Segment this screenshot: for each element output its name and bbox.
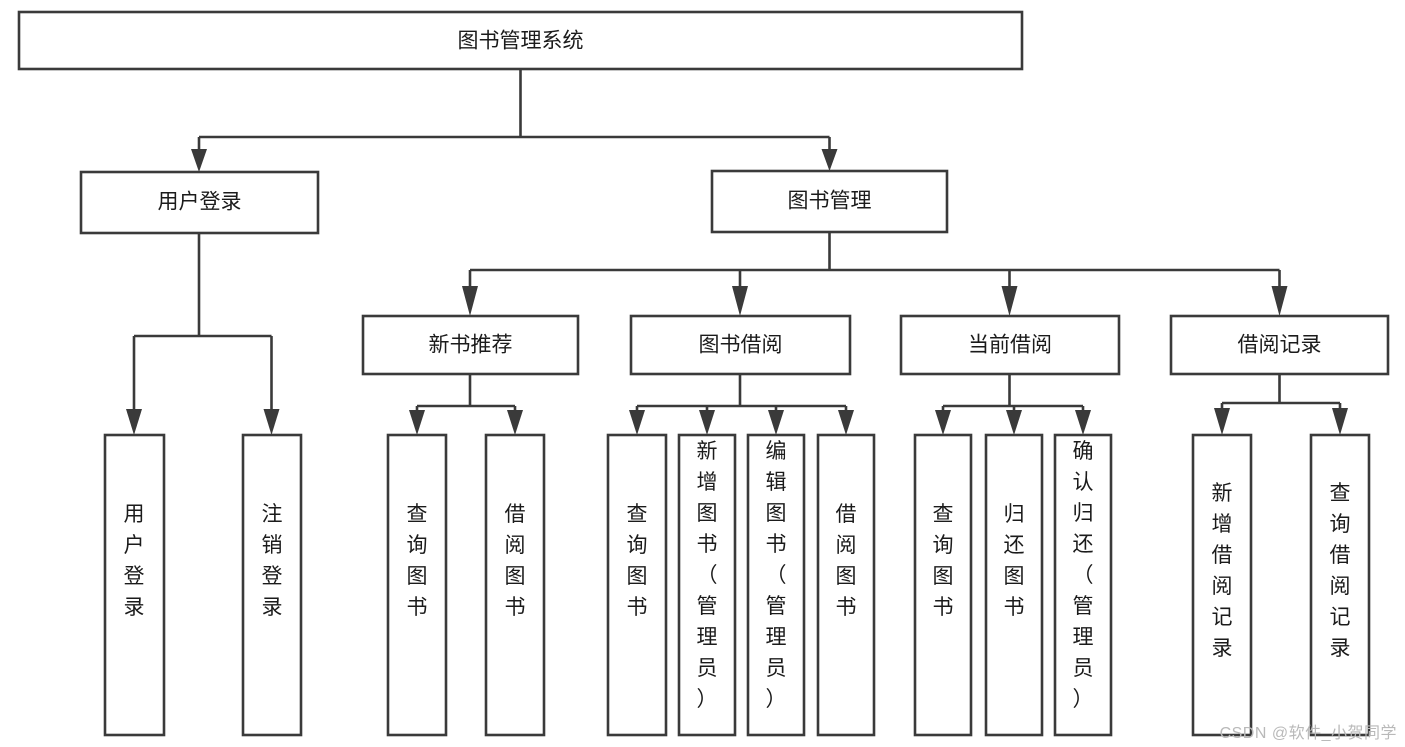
arrowhead-record-add xyxy=(1214,408,1230,435)
arrowhead-record-query xyxy=(1332,408,1348,435)
node-book-management-label: 图书管理 xyxy=(788,190,872,213)
leaf-current-query-book-label: 查询图书 xyxy=(933,503,954,619)
arrowhead-current-query xyxy=(935,410,951,435)
leaf-user-login[interactable]: 用户登录 xyxy=(103,433,166,737)
node-borrow-record-label: 借阅记录 xyxy=(1238,334,1322,357)
arrowhead-record xyxy=(1271,286,1288,316)
node-current-borrow-box[interactable] xyxy=(899,314,1121,376)
leaf-user-login-box[interactable] xyxy=(103,433,166,737)
leaf-edit-book-admin[interactable]: 编辑图书（管理员） xyxy=(746,433,806,737)
leaf-borrow-book-box[interactable] xyxy=(816,433,876,737)
arrowhead-newbook-query xyxy=(409,410,425,435)
leaf-newbook-borrow-book-box[interactable] xyxy=(484,433,546,737)
leaf-add-borrow-record-box[interactable] xyxy=(1191,433,1253,737)
arrowhead-newbook-borrow xyxy=(507,410,523,435)
leaf-confirm-return-admin-box[interactable] xyxy=(1053,433,1113,737)
node-new-book-recommend-label: 新书推荐 xyxy=(429,334,513,357)
connector-layer xyxy=(126,69,1348,435)
leaf-newbook-query-book-box[interactable] xyxy=(386,433,448,737)
leaf-user-login-label: 用户登录 xyxy=(124,503,145,619)
arrowhead-newbook xyxy=(462,286,478,316)
leaf-logout-box[interactable] xyxy=(241,433,303,737)
leaf-current-query-book[interactable]: 查询图书 xyxy=(913,433,973,737)
node-root[interactable]: 图书管理系统 xyxy=(17,10,1024,71)
arrowhead-borrow-query xyxy=(629,410,645,435)
leaf-return-book[interactable]: 归还图书 xyxy=(984,433,1044,737)
node-user-login[interactable]: 用户登录 xyxy=(79,170,320,235)
arrowhead-current xyxy=(1001,286,1018,316)
leaf-query-borrow-record[interactable]: 查询借阅记录 xyxy=(1309,433,1371,737)
leaf-confirm-return-admin[interactable]: 确认归还（管理员） xyxy=(1053,433,1113,737)
arrowhead-current-confirm xyxy=(1075,410,1091,435)
node-root-box[interactable] xyxy=(17,10,1024,71)
leaf-borrow-query-book-label: 查询图书 xyxy=(627,503,648,619)
leaf-logout-label: 注销登录 xyxy=(262,503,283,619)
node-new-book-recommend[interactable]: 新书推荐 xyxy=(361,314,580,376)
leaf-query-borrow-record-label: 查询借阅记录 xyxy=(1330,482,1351,660)
leaf-return-book-box[interactable] xyxy=(984,433,1044,737)
node-borrow-record-box[interactable] xyxy=(1169,314,1390,376)
node-new-book-recommend-box[interactable] xyxy=(361,314,580,376)
leaf-newbook-borrow-book[interactable]: 借阅图书 xyxy=(484,433,546,737)
arrowhead-current-return xyxy=(1006,410,1022,435)
csdn-watermark: CSDN @软件_小贺同学 xyxy=(1219,725,1397,742)
arrowhead-borrow-lend xyxy=(838,410,854,435)
node-current-borrow[interactable]: 当前借阅 xyxy=(899,314,1121,376)
arrowhead-leaf-logout xyxy=(263,409,280,435)
leaf-newbook-query-book[interactable]: 查询图书 xyxy=(386,433,448,737)
arrowhead-borrow xyxy=(732,286,748,316)
node-user-login-box[interactable] xyxy=(79,170,320,235)
leaf-add-borrow-record-label: 新增借阅记录 xyxy=(1212,482,1233,660)
node-book-borrow-box[interactable] xyxy=(629,314,852,376)
arrowhead-book-mgmt xyxy=(821,149,838,171)
leaf-newbook-borrow-book-label: 借阅图书 xyxy=(505,503,526,619)
node-book-management-box[interactable] xyxy=(710,169,949,234)
node-book-borrow-label: 图书借阅 xyxy=(699,334,783,357)
leaf-borrow-query-book[interactable]: 查询图书 xyxy=(606,433,668,737)
arrowhead-leaf-user-login xyxy=(126,409,142,435)
leaf-newbook-query-book-label: 查询图书 xyxy=(407,503,428,619)
node-book-management[interactable]: 图书管理 xyxy=(710,169,949,234)
leaf-current-query-book-box[interactable] xyxy=(913,433,973,737)
arrowhead-user-login xyxy=(191,149,207,172)
arrowhead-borrow-add xyxy=(699,410,715,435)
leaf-borrow-book-label: 借阅图书 xyxy=(836,503,857,619)
node-current-borrow-label: 当前借阅 xyxy=(968,334,1052,357)
leaf-add-borrow-record[interactable]: 新增借阅记录 xyxy=(1191,433,1253,737)
arrowhead-borrow-edit xyxy=(768,410,784,435)
leaf-add-book-admin-box[interactable] xyxy=(677,433,737,737)
node-user-login-label: 用户登录 xyxy=(158,191,242,214)
leaf-borrow-book[interactable]: 借阅图书 xyxy=(816,433,876,737)
node-root-label: 图书管理系统 xyxy=(458,30,584,53)
leaf-add-book-admin[interactable]: 新增图书（管理员） xyxy=(677,433,737,737)
leaf-add-book-admin-label: 新增图书（管理员） xyxy=(697,440,718,711)
leaf-edit-book-admin-box[interactable] xyxy=(746,433,806,737)
leaf-confirm-return-admin-label: 确认归还（管理员） xyxy=(1073,440,1094,711)
leaf-return-book-label: 归还图书 xyxy=(1004,503,1025,619)
leaf-edit-book-admin-label: 编辑图书（管理员） xyxy=(766,440,787,711)
node-book-borrow[interactable]: 图书借阅 xyxy=(629,314,852,376)
leaf-query-borrow-record-box[interactable] xyxy=(1309,433,1371,737)
leaf-borrow-query-book-box[interactable] xyxy=(606,433,668,737)
node-borrow-record[interactable]: 借阅记录 xyxy=(1169,314,1390,376)
leaf-logout[interactable]: 注销登录 xyxy=(241,433,303,737)
